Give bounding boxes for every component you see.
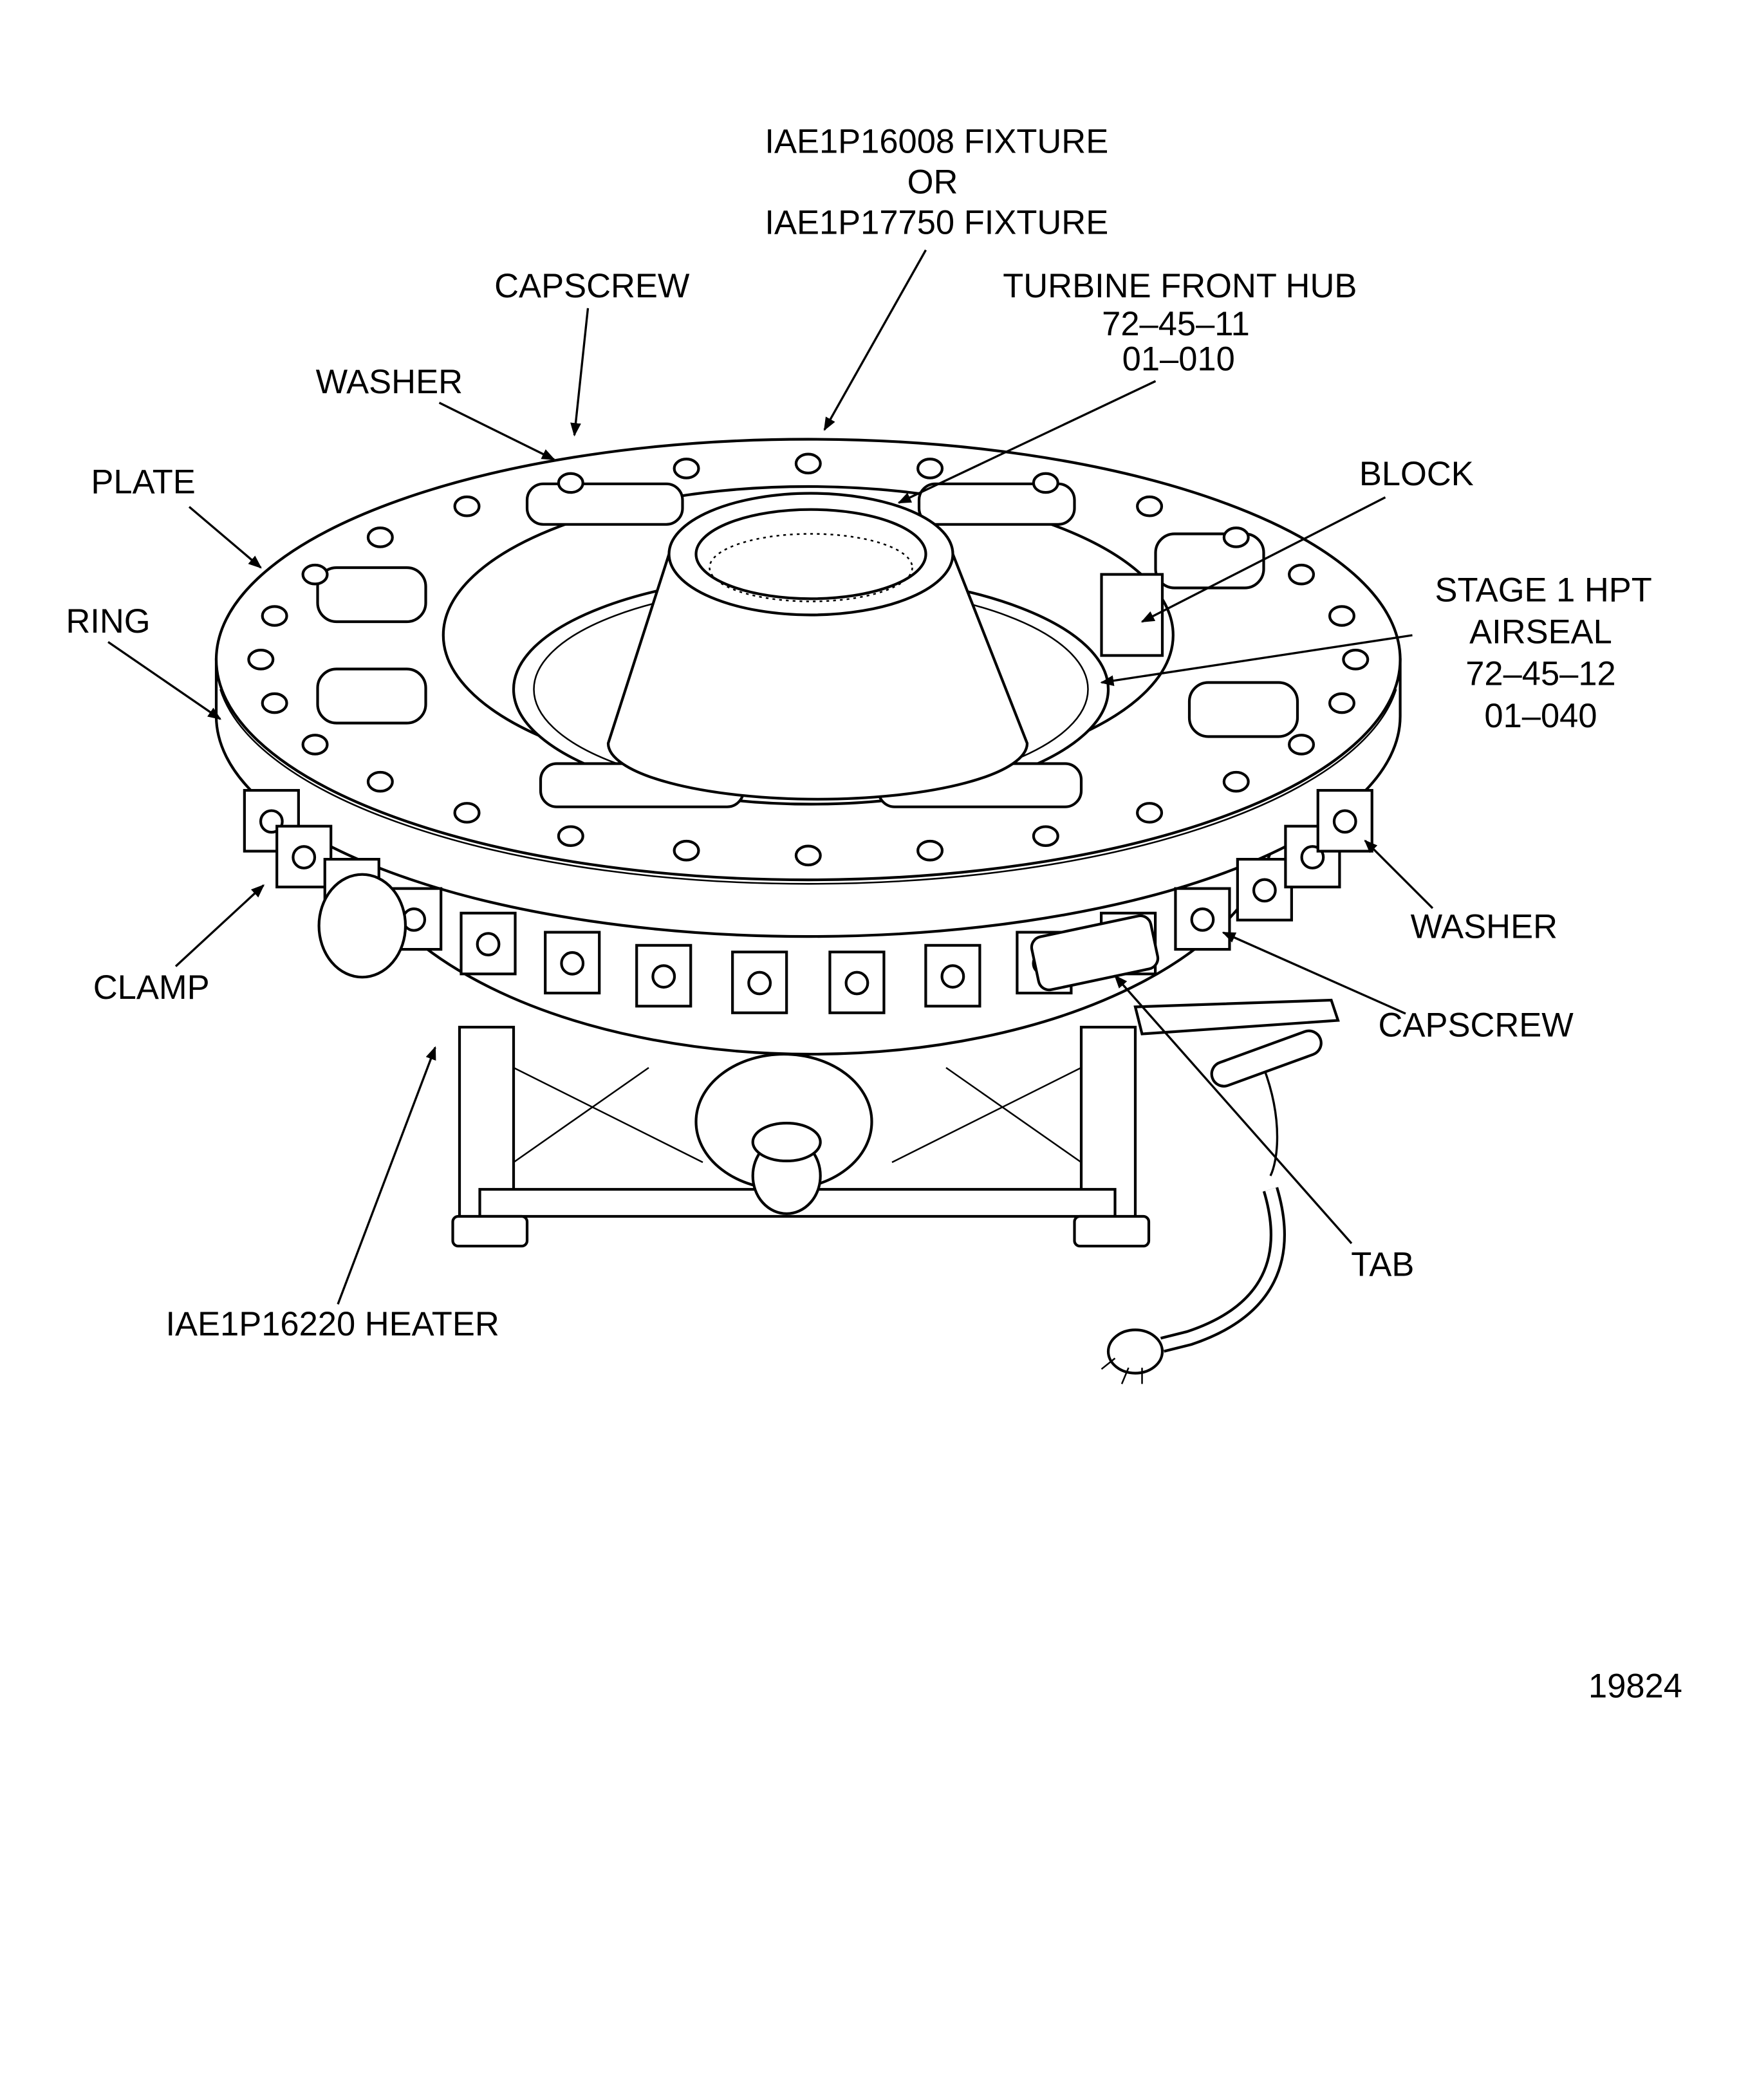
capscrew-icon [673,839,700,862]
capscrew-icon [916,458,944,479]
figure-number: 19824 [1588,1668,1682,1705]
label-washer-top: WASHER [316,363,463,401]
leader-lines [107,249,1434,1305]
label-clamp: CLAMP [93,969,210,1007]
capscrew-icon [1222,770,1250,793]
capscrew-group [247,452,1370,867]
clamp [924,943,981,1008]
label-turbine-hub-ref: 72–45–11 [1102,305,1250,343]
capscrew-icon [453,495,481,517]
turbine-front-hub [606,492,1029,801]
capscrew-icon [301,734,329,756]
label-ring: RING [66,602,150,640]
label-fixture-2: IAE1P17750 FIXTURE [765,203,1108,241]
heater-knob [317,873,407,979]
clamp [1316,788,1373,853]
capscrew-icon [261,692,288,714]
capscrew-icon [261,605,288,627]
capscrew-icon [366,526,394,548]
capscrew-icon [794,452,822,475]
capscrew-icon [453,802,481,824]
tab [1030,914,1160,992]
capscrew-icon [1222,526,1250,548]
label-airseal-1: STAGE 1 HPT [1435,571,1652,609]
label-tab: TAB [1351,1245,1414,1283]
capscrew-icon [1032,825,1059,847]
capscrew-icon [557,825,584,847]
label-capscrew-right: CAPSCREW [1379,1007,1574,1045]
label-plate: PLATE [91,463,195,501]
clamp [275,824,333,889]
label-fixture-or: OR [907,163,958,201]
capscrew-icon [1136,802,1164,824]
capscrew-icon [1288,734,1315,756]
clamp [460,911,517,976]
heater-stand [451,1025,1151,1248]
capscrew-icon [366,770,394,793]
label-heater: IAE1P16220 HEATER [165,1305,499,1343]
label-block: BLOCK [1359,455,1474,493]
label-fixture-1: IAE1P16008 FIXTURE [765,122,1108,160]
clamp [731,951,788,1014]
capscrew-icon [1328,692,1355,714]
label-airseal-item: 01–040 [1484,697,1597,735]
capscrew-icon [1032,472,1059,494]
capscrew-icon [673,458,700,479]
capscrew-icon [1136,495,1164,517]
clamp [1174,887,1231,951]
label-turbine-hub-item: 01–010 [1122,340,1235,378]
label-capscrew-top: CAPSCREW [494,267,690,305]
capscrew-icon [1328,605,1355,627]
capscrew-icon [794,844,822,867]
label-airseal-ref: 72–45–12 [1465,655,1616,693]
clamp [828,951,886,1014]
capscrew-icon [557,472,584,494]
clamp [544,931,601,995]
capscrew-icon [247,648,275,671]
label-washer-right: WASHER [1411,907,1557,945]
capscrew-icon [1288,563,1315,586]
label-airseal-2: AIRSEAL [1469,613,1612,651]
heater-cable [1101,998,1340,1384]
label-turbine-hub: TURBINE FRONT HUB [1003,267,1357,305]
capscrew-icon [301,563,329,586]
clamp [1236,858,1293,922]
capscrew-icon [1342,648,1370,671]
capscrew-icon [916,839,944,862]
plate-slots [316,482,1299,808]
clamp [635,943,693,1008]
